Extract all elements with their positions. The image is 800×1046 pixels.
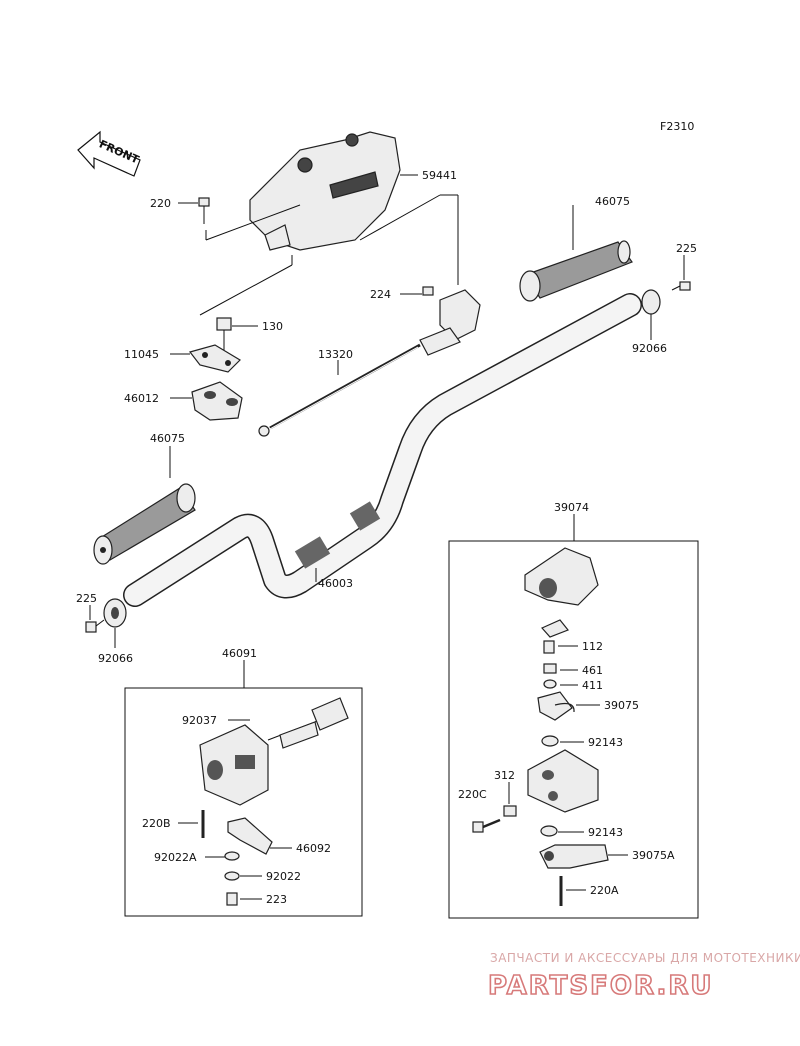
label-92037: 92037 <box>182 714 217 727</box>
label-112: 112 <box>582 640 603 653</box>
label-312: 312 <box>494 769 515 782</box>
label-220C: 220C <box>458 788 487 801</box>
label-461: 461 <box>582 664 603 677</box>
label-46075-left: 46075 <box>150 432 185 445</box>
holder-46012 <box>191 381 243 421</box>
lever-39075A <box>539 844 609 869</box>
label-220B: 220B <box>142 817 171 830</box>
washer-92022-icon <box>224 871 240 881</box>
left-switch-housing <box>199 697 349 806</box>
right-grip <box>519 240 633 302</box>
label-130: 130 <box>262 320 283 333</box>
plate-39075 <box>537 691 575 721</box>
label-225-right: 225 <box>676 242 697 255</box>
label-46012: 46012 <box>124 392 159 405</box>
end-weight-92066-right-icon <box>641 289 661 315</box>
label-92022: 92022 <box>266 870 301 883</box>
label-225-left: 225 <box>76 592 97 605</box>
switch-body-lower <box>527 749 599 813</box>
label-39075A: 39075A <box>632 849 675 862</box>
bracket-11045 <box>188 344 241 373</box>
label-92066-left: 92066 <box>98 652 133 665</box>
label-220A: 220A <box>590 884 619 897</box>
clip-icon <box>541 619 569 638</box>
label-46003: 46003 <box>318 577 353 590</box>
label-223: 223 <box>266 893 287 906</box>
lever-46092 <box>227 817 273 855</box>
screw-220C-icon <box>472 818 501 833</box>
screw-223-icon <box>226 892 238 906</box>
bolt-225-left-icon <box>85 619 105 633</box>
throttle-cable <box>258 343 421 437</box>
label-13320: 13320 <box>318 348 353 361</box>
label-92022A: 92022A <box>154 851 197 864</box>
spring-92143-a-icon <box>541 735 559 747</box>
switch-cover-top <box>524 547 599 606</box>
label-224: 224 <box>370 288 391 301</box>
label-46092: 46092 <box>296 842 331 855</box>
handlebar-cover <box>249 131 401 251</box>
label-11045: 11045 <box>124 348 159 361</box>
label-411: 411 <box>582 679 603 692</box>
label-59441: 59441 <box>422 169 457 182</box>
throttle-housing <box>419 286 481 356</box>
label-39074: 39074 <box>554 501 589 514</box>
bolt-112-icon <box>543 640 555 654</box>
spring-92143-b-icon <box>540 825 558 837</box>
handlebar-46003 <box>123 293 642 607</box>
end-weight-92066-left-icon <box>103 598 127 628</box>
nut-461-icon <box>543 663 557 674</box>
label-92143-a: 92143 <box>588 736 623 749</box>
label-39075: 39075 <box>604 699 639 712</box>
bolt-225-right-icon <box>671 281 691 291</box>
watermark-logo: PARTSFOR.RU <box>488 971 713 1001</box>
washer-411-icon <box>543 679 557 689</box>
washer-92022A-icon <box>224 851 240 861</box>
bolt-130-icon <box>216 317 232 350</box>
label-46075-right: 46075 <box>595 195 630 208</box>
label-92143-b: 92143 <box>588 826 623 839</box>
figure-code: F2310 <box>660 120 694 133</box>
label-220-top: 220 <box>150 197 171 210</box>
label-92066-right: 92066 <box>632 342 667 355</box>
label-46091: 46091 <box>222 647 257 660</box>
watermark-line1: ЗАПЧАСТИ И АКСЕССУАРЫ ДЛЯ МОТОТЕХНИКИ <box>490 951 800 965</box>
left-grip <box>93 483 196 565</box>
bolt-220-icon <box>198 197 210 224</box>
front-arrow-icon: FRONT <box>77 130 141 177</box>
nut-312-icon <box>503 805 517 817</box>
